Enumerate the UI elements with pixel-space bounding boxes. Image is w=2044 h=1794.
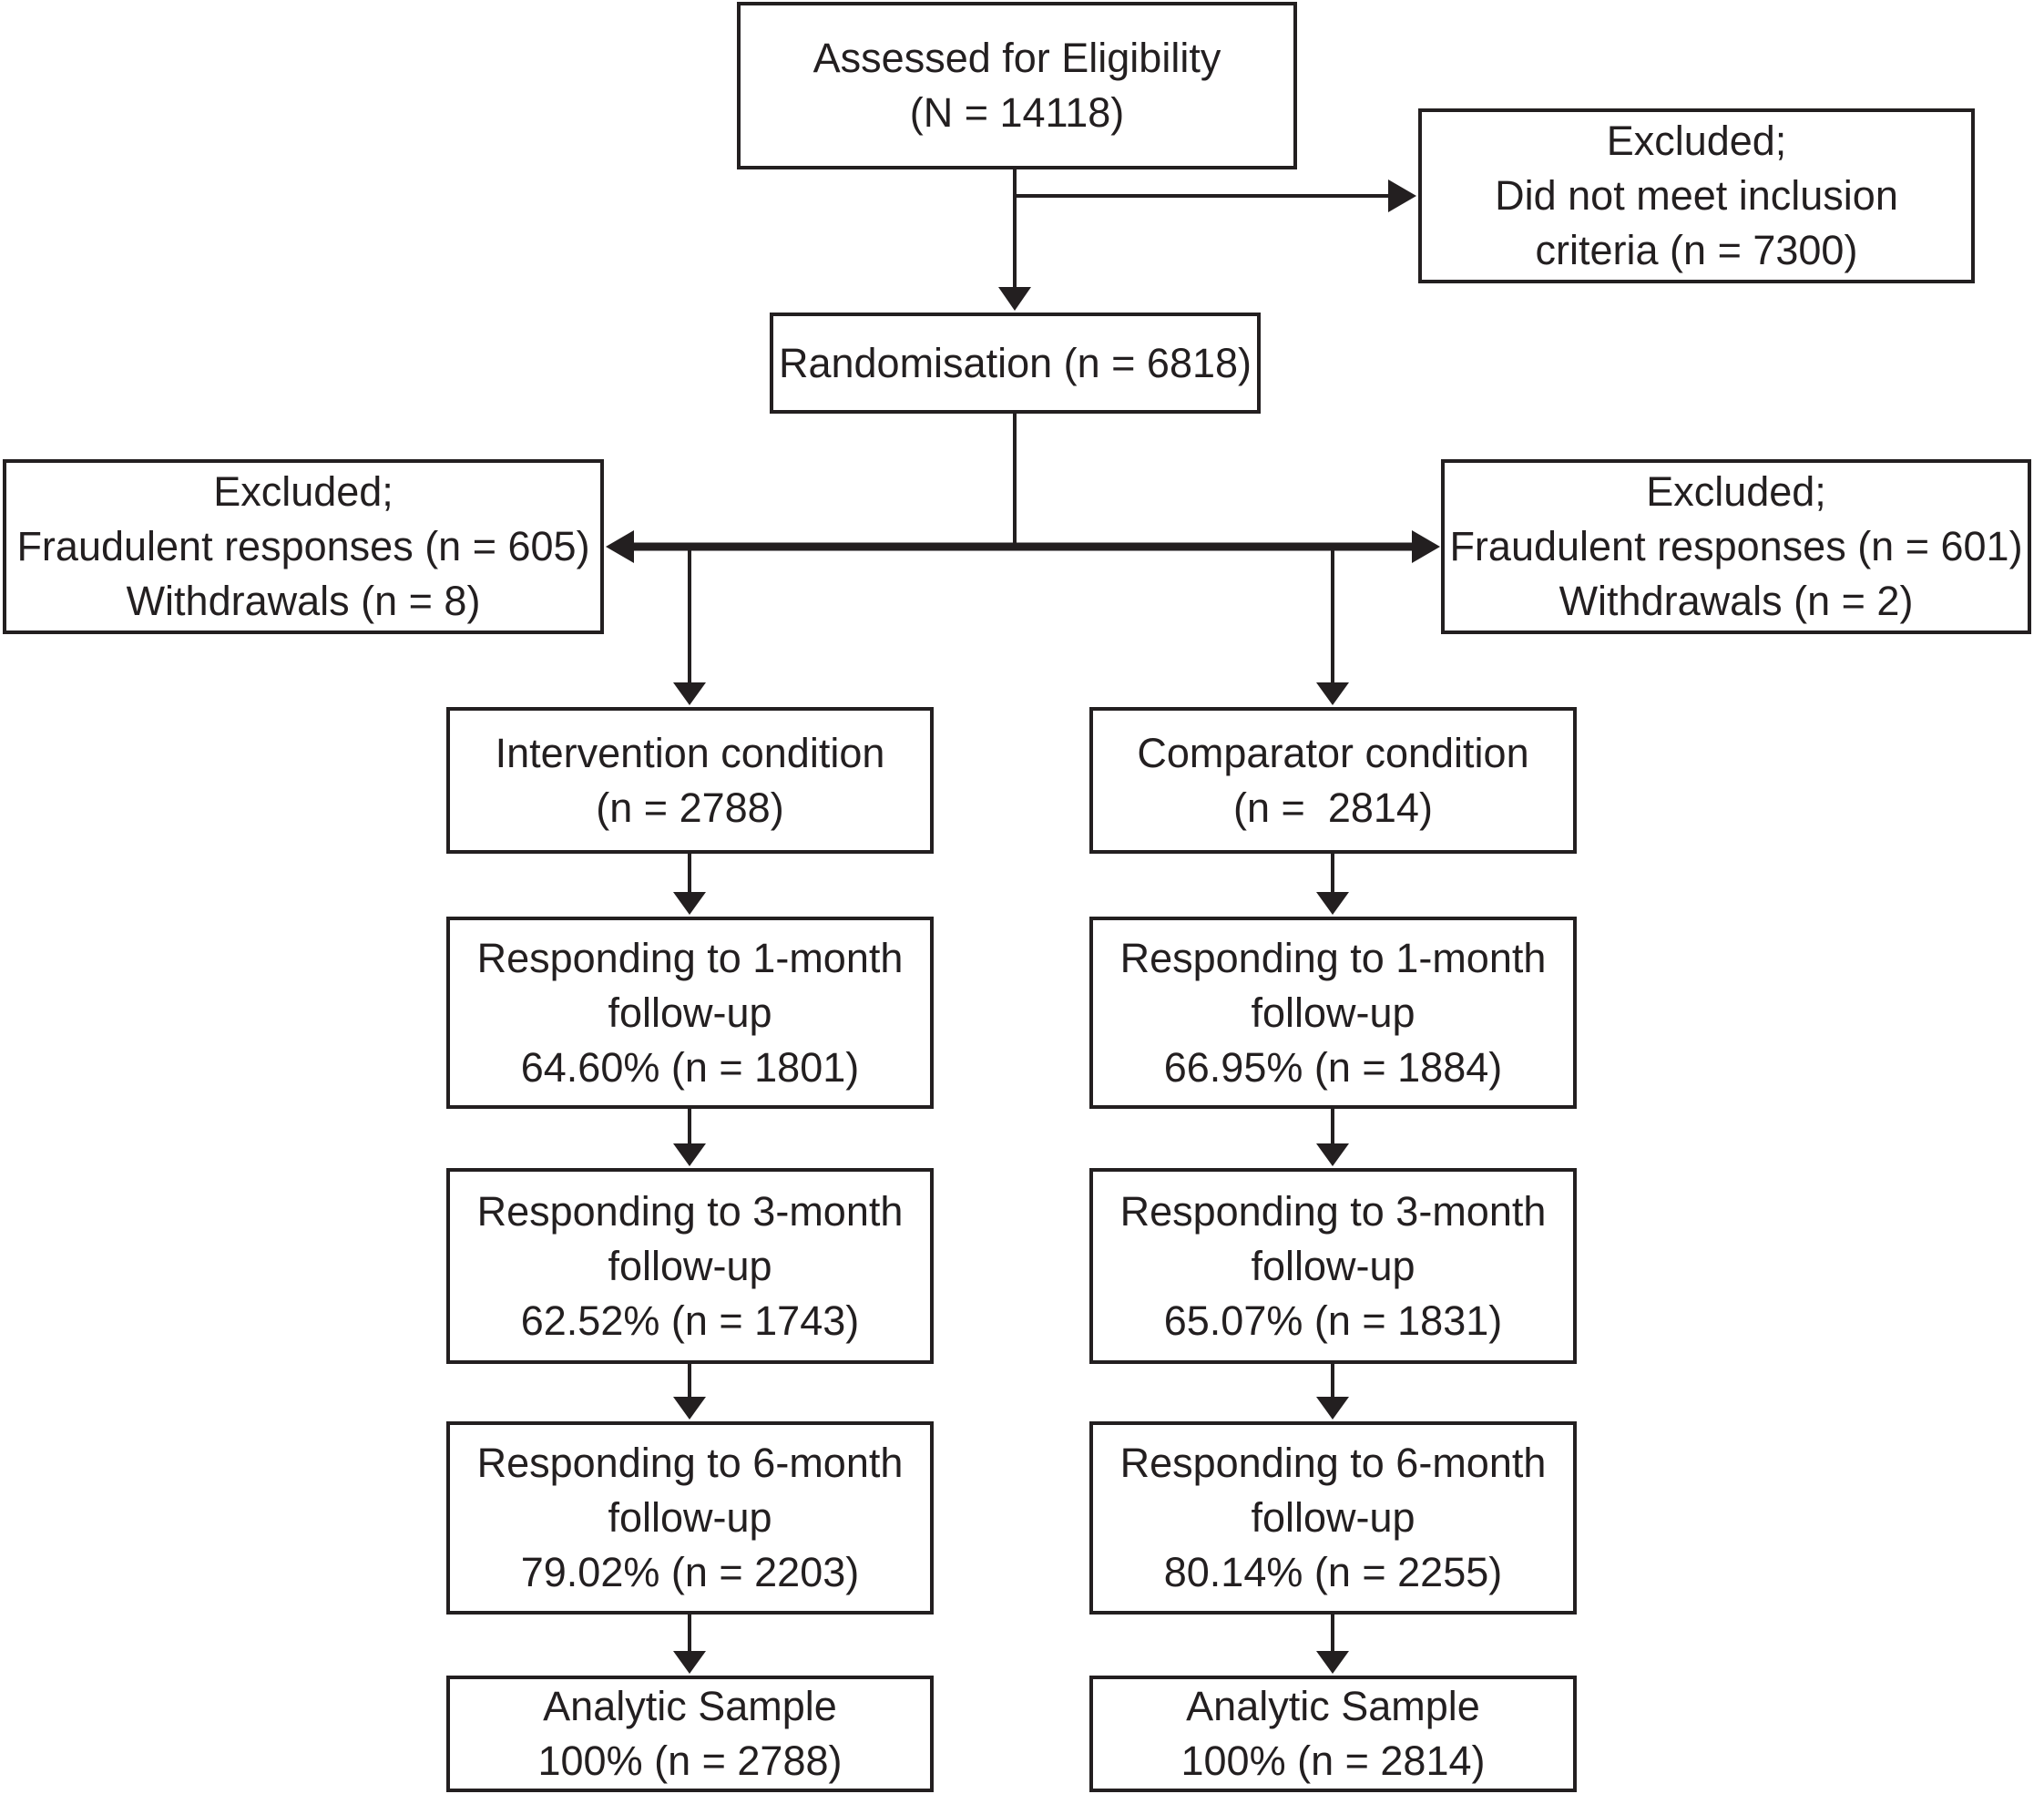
arrowhead-intervention-analytic bbox=[673, 1651, 706, 1674]
box-text-line: Responding to 1-month bbox=[476, 934, 904, 981]
box-excluded-inclusion-criteria: Excluded; Did not meet inclusion criteri… bbox=[1418, 108, 1975, 283]
box-text-line: Assessed for Eligibility bbox=[812, 35, 1221, 81]
box-text-line: criteria (n = 7300) bbox=[1535, 227, 1858, 273]
arrowhead-down-intervention bbox=[673, 682, 706, 705]
box-comparator-6month-followup: Responding to 6-month follow-up 80.14% (… bbox=[1089, 1421, 1577, 1615]
box-text-line: Responding to 1-month bbox=[1119, 934, 1547, 981]
box-text-line: Excluded; bbox=[213, 468, 393, 515]
box-intervention-6month-followup: Responding to 6-month follow-up 79.02% (… bbox=[446, 1421, 934, 1615]
box-text-line: 79.02% (n = 2203) bbox=[520, 1549, 860, 1595]
box-text-line: Intervention condition bbox=[495, 729, 885, 776]
arrowhead-comparator-6m bbox=[1316, 1397, 1349, 1420]
box-text-line: 100% (n = 2814) bbox=[1180, 1738, 1486, 1784]
arrowhead-comparator-analytic bbox=[1316, 1651, 1349, 1674]
box-text-line: Analytic Sample bbox=[1186, 1683, 1480, 1729]
box-text-line: follow-up bbox=[608, 1242, 772, 1289]
arrowhead-down-randomisation bbox=[998, 287, 1031, 311]
box-text-line: (N = 14118) bbox=[909, 89, 1125, 136]
box-text-line: Responding to 3-month bbox=[476, 1187, 904, 1235]
box-intervention-analytic-sample: Analytic Sample 100% (n = 2788) bbox=[446, 1676, 934, 1792]
box-text-line: 65.07% (n = 1831) bbox=[1163, 1297, 1503, 1344]
box-text-line: Excluded; bbox=[1606, 118, 1787, 164]
box-text-line: (n = 2814) bbox=[1233, 784, 1433, 831]
arrowhead-right-excluded-inclusion bbox=[1388, 179, 1416, 212]
box-text-line: Withdrawals (n = 8) bbox=[126, 578, 481, 624]
box-text-line: Comparator condition bbox=[1137, 729, 1529, 776]
arrowhead-comparator-1m bbox=[1316, 892, 1349, 915]
box-text-line: follow-up bbox=[608, 1494, 772, 1541]
box-text-line: 100% (n = 2788) bbox=[537, 1738, 843, 1784]
box-text-line: Responding to 6-month bbox=[476, 1440, 904, 1486]
arrowhead-intervention-6m bbox=[673, 1397, 706, 1420]
box-text-line: 80.14% (n = 2255) bbox=[1163, 1549, 1503, 1595]
box-intervention-condition: Intervention condition (n = 2788) bbox=[446, 707, 934, 854]
box-intervention-1month-followup: Responding to 1-month follow-up 64.60% (… bbox=[446, 917, 934, 1109]
box-text-line: follow-up bbox=[608, 989, 772, 1036]
arrowhead-intervention-3m bbox=[673, 1143, 706, 1166]
arrowhead-comparator-3m bbox=[1316, 1143, 1349, 1166]
box-text-line: Fraudulent responses (n = 605) bbox=[16, 523, 590, 569]
box-text-line: (n = 2788) bbox=[596, 784, 784, 831]
box-text-line: 66.95% (n = 1884) bbox=[1163, 1043, 1503, 1091]
box-text-line: follow-up bbox=[1251, 989, 1415, 1036]
box-text-line: follow-up bbox=[1251, 1242, 1415, 1289]
box-text-line: Randomisation (n = 6818) bbox=[778, 339, 1252, 386]
arrowhead-left-excluded-arm bbox=[606, 530, 634, 563]
box-text-line: Analytic Sample bbox=[543, 1683, 837, 1729]
box-text-line: Did not meet inclusion bbox=[1495, 172, 1898, 219]
box-comparator-1month-followup: Responding to 1-month follow-up 66.95% (… bbox=[1089, 917, 1577, 1109]
box-text-line: 64.60% (n = 1801) bbox=[520, 1043, 860, 1091]
box-text-line: 62.52% (n = 1743) bbox=[520, 1297, 860, 1344]
box-text-line: Excluded; bbox=[1646, 468, 1826, 515]
box-text-line: Responding to 6-month bbox=[1119, 1440, 1547, 1486]
box-excluded-intervention-arm: Excluded; Fraudulent responses (n = 605)… bbox=[3, 459, 604, 634]
arrowhead-down-comparator bbox=[1316, 682, 1349, 705]
box-text-line: follow-up bbox=[1251, 1494, 1415, 1541]
arrowhead-intervention-1m bbox=[673, 892, 706, 915]
box-comparator-analytic-sample: Analytic Sample 100% (n = 2814) bbox=[1089, 1676, 1577, 1792]
box-comparator-3month-followup: Responding to 3-month follow-up 65.07% (… bbox=[1089, 1168, 1577, 1364]
box-text-line: Responding to 3-month bbox=[1119, 1187, 1547, 1235]
arrowhead-right-excluded-arm bbox=[1412, 530, 1440, 563]
box-randomisation: Randomisation (n = 6818) bbox=[770, 313, 1261, 414]
box-excluded-comparator-arm: Excluded; Fraudulent responses (n = 601)… bbox=[1441, 459, 2031, 634]
box-intervention-3month-followup: Responding to 3-month follow-up 62.52% (… bbox=[446, 1168, 934, 1364]
box-text-line: Fraudulent responses (n = 601) bbox=[1449, 523, 2023, 569]
box-text-line: Withdrawals (n = 2) bbox=[1559, 578, 1914, 624]
box-comparator-condition: Comparator condition (n = 2814) bbox=[1089, 707, 1577, 854]
box-assessed-eligibility: Assessed for Eligibility (N = 14118) bbox=[737, 2, 1297, 169]
